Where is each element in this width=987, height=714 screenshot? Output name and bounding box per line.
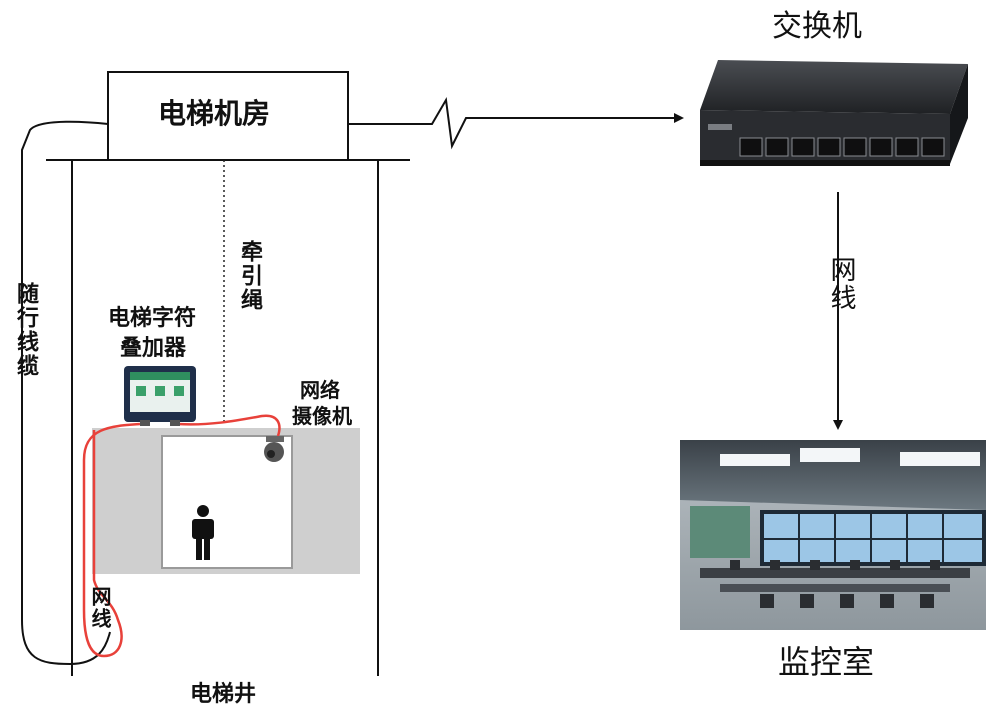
- network-cable-label-right: 网线: [826, 256, 856, 312]
- machine-room-box: [107, 71, 349, 161]
- character-overlay-label-line2: 叠加器: [120, 336, 187, 361]
- character-overlay-device-icon: [124, 366, 196, 426]
- network-link: [348, 96, 684, 150]
- network-camera-label-line2: 摄像机: [292, 404, 352, 428]
- network-switch-icon: [700, 60, 968, 166]
- monitor-room-label: 监控室: [778, 643, 875, 681]
- person-icon: [192, 505, 214, 560]
- machine-room-label: 电梯机房: [158, 97, 271, 130]
- network-camera-label-line1: 网络: [300, 378, 340, 402]
- network-cable-label-left: 网线: [88, 586, 112, 630]
- network-cable-red: [82, 422, 141, 658]
- character-overlay-label-line1: 电梯字符: [108, 306, 197, 331]
- trailing-cable-label: 随行线缆: [13, 282, 38, 378]
- traction-rope-label: 牵引绳: [237, 240, 262, 312]
- switch-label: 交换机: [772, 9, 862, 44]
- network-cable-red-top: [177, 414, 281, 437]
- elevator-shaft-label: 电梯井: [190, 682, 257, 707]
- trailing-cable-line: [21, 120, 111, 666]
- monitor-room-photo: [680, 440, 986, 630]
- dome-camera-icon: [264, 436, 284, 462]
